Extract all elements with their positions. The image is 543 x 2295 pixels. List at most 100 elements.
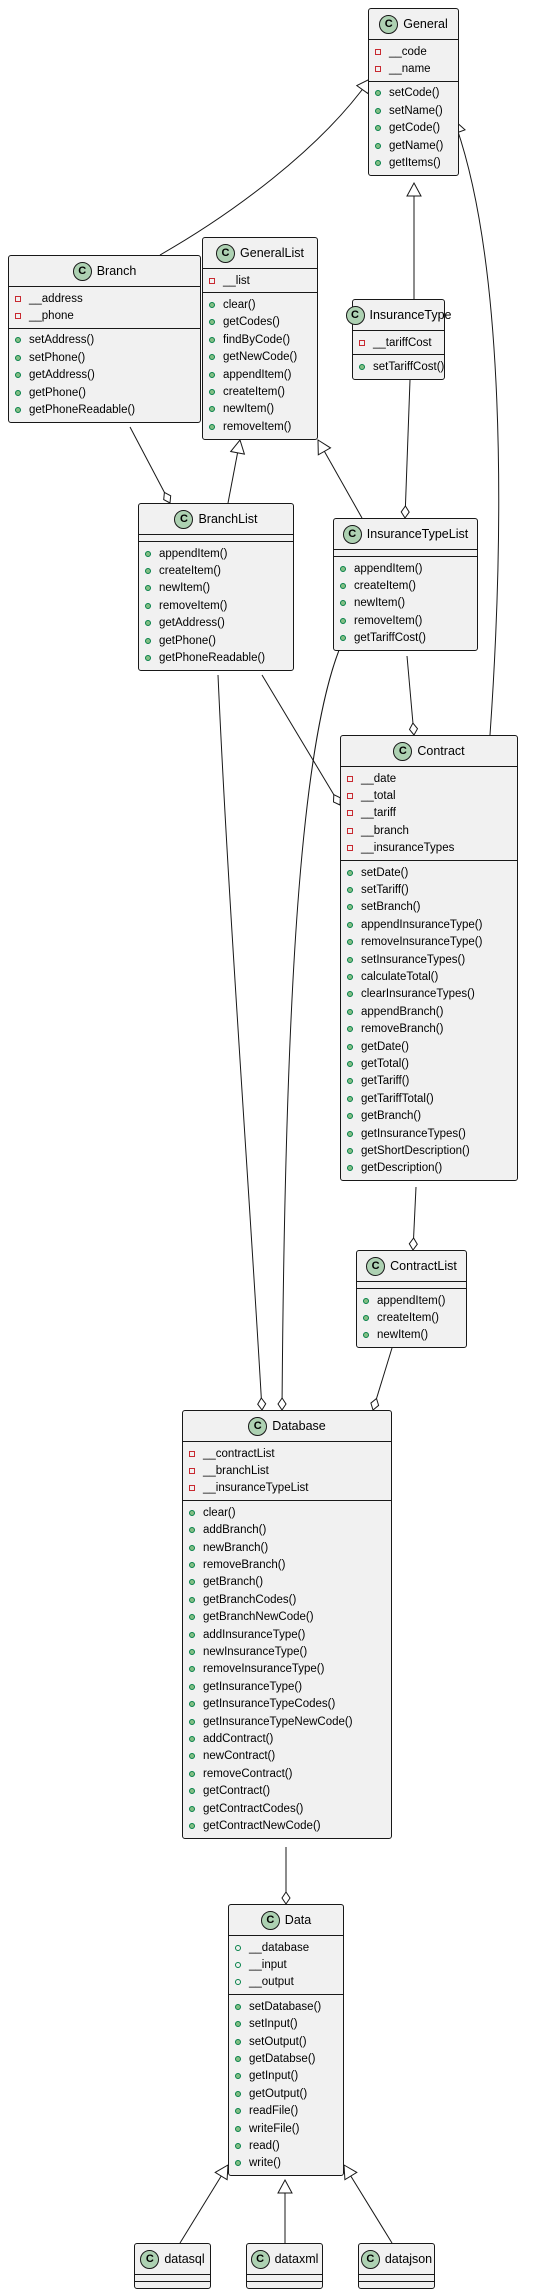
public-method-icon xyxy=(189,1509,195,1516)
public-method-icon xyxy=(347,991,353,998)
method-name: removeBranch() xyxy=(203,1559,286,1572)
field-row: __list xyxy=(203,272,317,289)
public-method-icon xyxy=(189,1579,195,1586)
private-visibility-icon xyxy=(209,277,215,284)
public-method-icon xyxy=(375,125,381,132)
method-row: removeItem() xyxy=(334,612,477,629)
method-name: clear() xyxy=(203,1506,236,1519)
public-method-icon xyxy=(209,406,215,413)
method-row: getTariffTotal() xyxy=(341,1090,517,1107)
method-name: createItem() xyxy=(159,565,221,578)
method-name: appendItem() xyxy=(223,368,292,381)
private-visibility-icon xyxy=(375,48,381,55)
public-method-icon xyxy=(209,371,215,378)
method-row: createItem() xyxy=(334,577,477,594)
method-row: newContract() xyxy=(183,1748,391,1765)
public-method-icon xyxy=(347,887,353,894)
field-name: __input xyxy=(249,1959,287,1972)
method-name: getPhoneReadable() xyxy=(29,404,136,417)
fields-section: __contractList__branchList__insuranceTyp… xyxy=(183,1442,391,1500)
method-row: getPhoneReadable() xyxy=(139,649,293,666)
public-method-icon xyxy=(189,1527,195,1534)
method-name: setPhone() xyxy=(29,351,86,364)
field-name: __phone xyxy=(29,310,74,323)
private-visibility-icon xyxy=(15,295,21,302)
field-row: __contractList xyxy=(183,1445,391,1462)
public-method-icon xyxy=(347,1043,353,1050)
class-name: InsuranceType xyxy=(369,308,452,322)
class-name: BranchList xyxy=(198,512,258,526)
method-row: getBranchNewCode() xyxy=(183,1609,391,1626)
class-stereotype-icon: C xyxy=(379,14,399,34)
class-stereotype-icon: C xyxy=(393,741,413,761)
method-row: removeBranch() xyxy=(183,1556,391,1573)
public-method-icon xyxy=(347,1130,353,1137)
public-method-icon xyxy=(15,407,21,414)
method-name: clear() xyxy=(223,299,256,312)
method-row: write() xyxy=(229,2155,343,2172)
public-method-icon xyxy=(189,1648,195,1655)
method-row: getTariffCost() xyxy=(334,630,477,647)
method-row: appendInsuranceType() xyxy=(341,916,517,933)
fields-section: __code__name xyxy=(369,40,458,81)
public-method-icon xyxy=(340,635,346,642)
method-row: setAddress() xyxy=(9,332,200,349)
class-name: Data xyxy=(284,1913,312,1927)
field-row: __database xyxy=(229,1939,343,1956)
method-row: getPhone() xyxy=(9,384,200,401)
class-name: GeneralList xyxy=(240,246,304,260)
aggregation-diamond xyxy=(408,722,419,736)
methods-section: setDate()setTariff()setBranch()appendIns… xyxy=(341,859,517,1180)
method-row: writeFile() xyxy=(229,2120,343,2137)
private-visibility-icon xyxy=(189,1468,195,1475)
fields-section: __database__input__output xyxy=(229,1936,343,1994)
inheritance-edge-insurancetypelist-to-generallist xyxy=(317,439,363,519)
method-row: readFile() xyxy=(229,2103,343,2120)
field-row: __insuranceTypeList xyxy=(183,1480,391,1497)
public-method-icon xyxy=(347,1165,353,1172)
public-method-icon xyxy=(235,2108,241,2115)
method-name: appendBranch() xyxy=(361,1005,444,1018)
method-row: setTariffCost() xyxy=(353,358,444,375)
method-row: removeItem() xyxy=(139,597,293,614)
method-name: removeInsuranceType() xyxy=(361,936,483,949)
public-method-icon xyxy=(347,921,353,928)
public-method-icon xyxy=(189,1788,195,1795)
public-method-icon xyxy=(15,354,21,361)
method-row: setInput() xyxy=(229,2016,343,2033)
public-method-icon xyxy=(235,2090,241,2097)
field-name: __date xyxy=(361,772,397,785)
public-method-icon xyxy=(359,364,365,371)
method-row: createItem() xyxy=(357,1309,466,1326)
method-row: removeItem() xyxy=(203,418,317,435)
method-row: clear() xyxy=(203,296,317,313)
aggregation-edge-branchlist-to-database xyxy=(217,674,263,1411)
method-name: appendItem() xyxy=(354,562,423,575)
public-method-icon xyxy=(375,160,381,167)
method-name: setAddress() xyxy=(29,334,95,347)
aggregation-diamond xyxy=(163,491,172,504)
methods-section: setTariffCost() xyxy=(353,354,444,378)
fields-section: __address__phone xyxy=(9,287,200,328)
method-name: addContract() xyxy=(203,1732,274,1745)
public-method-icon xyxy=(347,1060,353,1067)
public-method-icon xyxy=(375,142,381,149)
method-name: getAddress() xyxy=(29,369,95,382)
method-row: clearInsuranceTypes() xyxy=(341,986,517,1003)
field-row: __tariffCost xyxy=(353,334,444,351)
